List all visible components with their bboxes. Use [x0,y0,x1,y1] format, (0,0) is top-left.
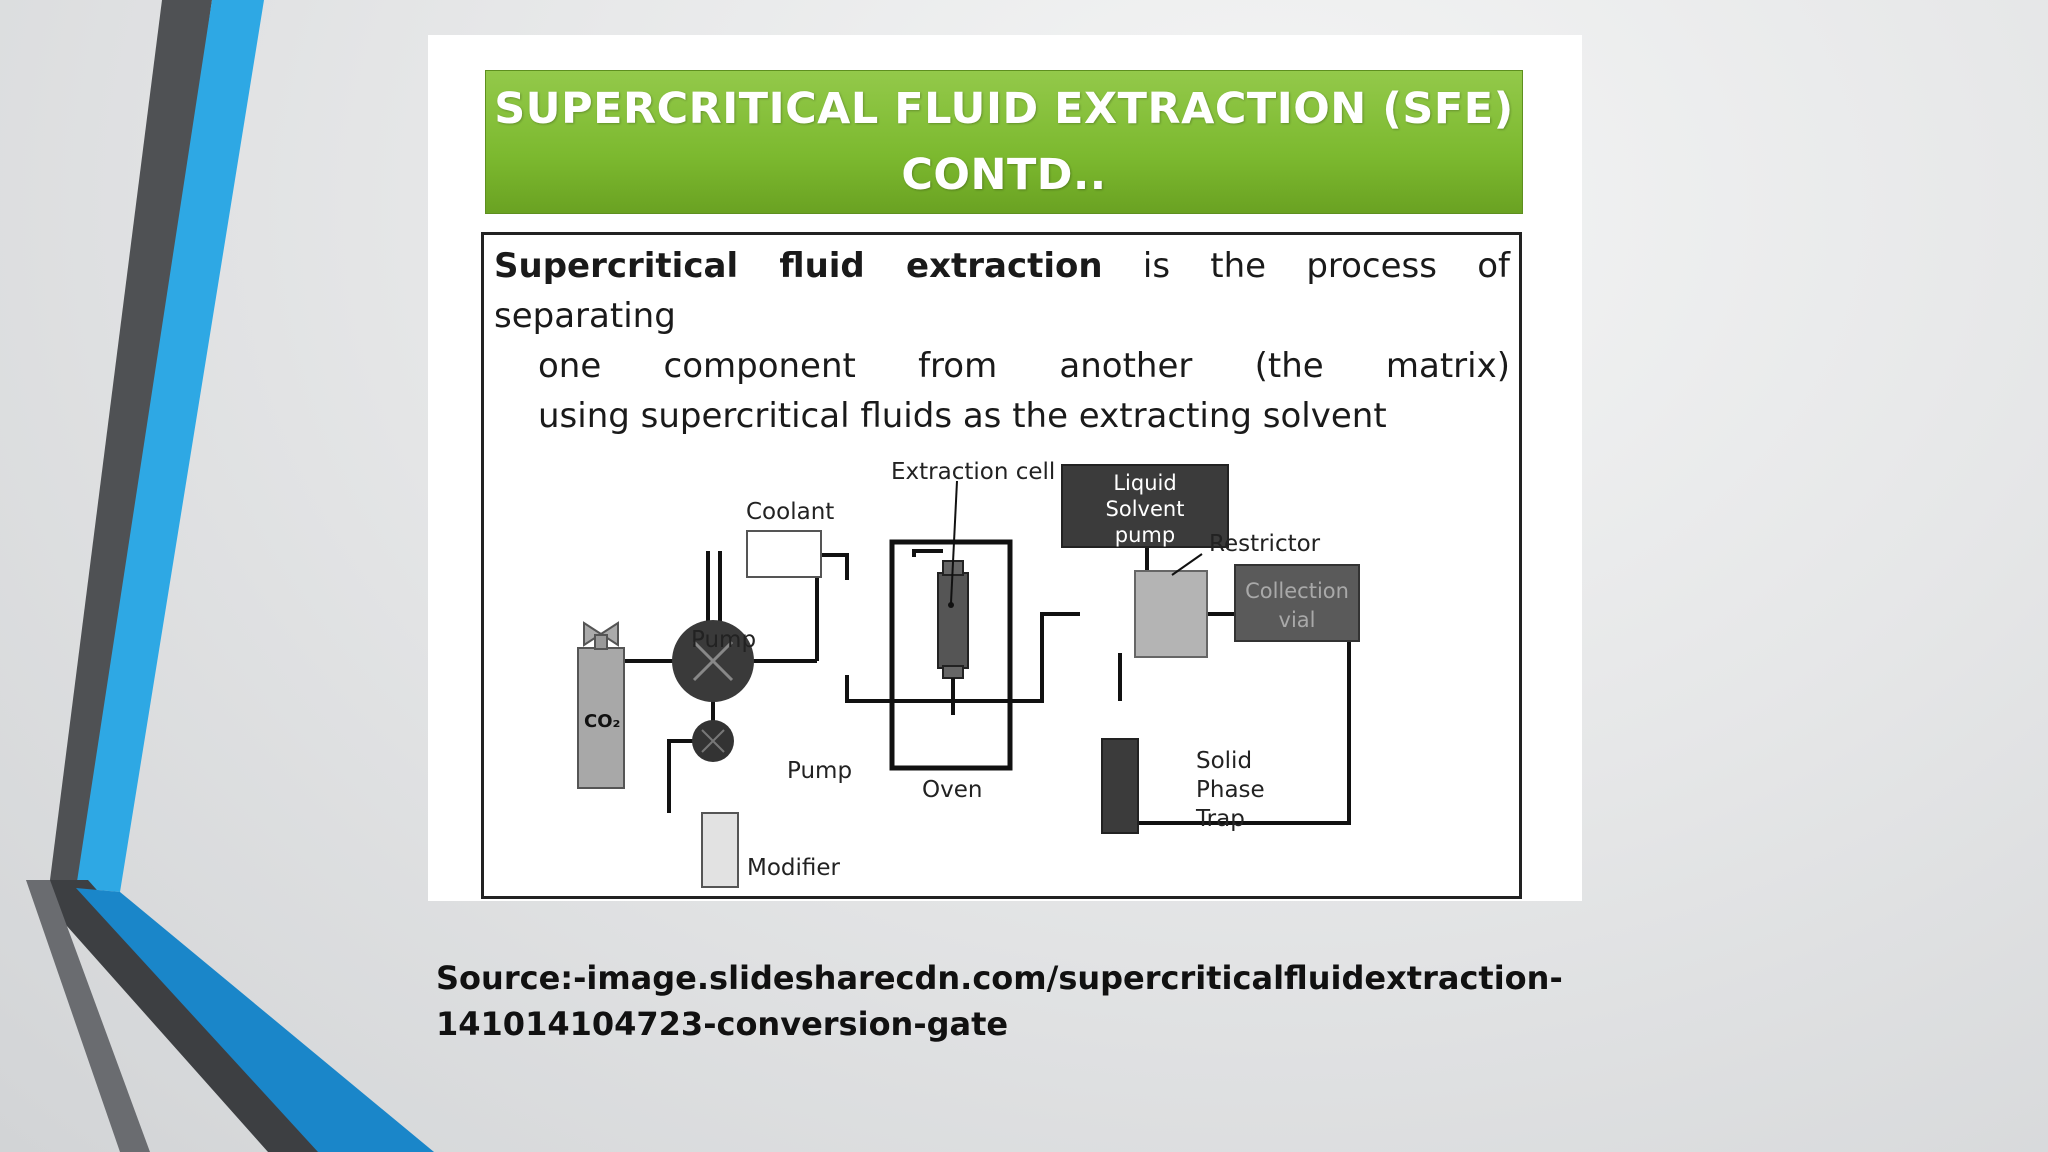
co2-cylinder [577,647,625,789]
coolant-box [746,530,822,578]
oven-label: Oven [922,777,982,803]
sfe-apparatus-diagram: Coolant Oven Extraction cell CO₂ [577,459,1360,888]
solid-phase-trap-label-2: Phase [1196,777,1265,803]
source-line-2: 141014104723-conversion-gate [436,1005,1009,1043]
source-line-1: Source:-image.slidesharecdn.com/supercri… [436,959,1563,997]
restrictor-label: Restrictor [1209,531,1321,557]
coolant-label: Coolant [746,499,834,525]
solid-phase-trap-label-3: Trap [1195,806,1245,832]
title-line-1: SUPERCRITICAL FLUID EXTRACTION (SFE) [494,84,1514,134]
collection-vial-label-1: Collection [1245,579,1349,603]
main-pump-label: Pump [691,627,756,653]
restrictor [1134,570,1208,658]
blue-stripe [76,0,264,892]
content-box: Supercritical fluid extraction is the pr… [481,232,1522,899]
solid-phase-trap [1101,738,1139,834]
definition-line-1: is the process of separating [494,246,1510,336]
solid-phase-trap-label-1: Solid [1196,748,1252,774]
dark-stripe [50,0,212,880]
modifier-bottle [701,812,739,888]
co2-label: CO₂ [584,711,620,732]
definition-line-2: one component from another (the matrix) [538,346,1510,386]
modifier-pump-label: Pump [787,758,852,784]
extraction-cell-label: Extraction cell [891,459,1055,485]
modifier-pump-icon [692,720,734,762]
slide-title: SUPERCRITICAL FLUID EXTRACTION (SFE) CON… [485,70,1523,214]
collection-vial [1234,564,1360,642]
modifier-label: Modifier [747,855,841,881]
dark-left-edge [26,880,150,1152]
liquid-solvent-pump-label-1: Liquid [1113,471,1176,495]
definition-paragraph: Supercritical fluid extraction is the pr… [494,241,1510,441]
definition-line-3: using supercritical fluids as the extrac… [538,396,1387,436]
collection-vial-label-2: vial [1279,608,1316,632]
extraction-cell [937,572,969,669]
source-citation: Source:-image.slidesharecdn.com/supercri… [436,955,1636,1047]
liquid-solvent-pump [1061,464,1229,548]
dark-lower-band [26,880,330,1152]
main-pump-icon [672,620,754,702]
blue-lower-band [76,888,434,1152]
title-line-2: CONTD.. [901,150,1107,200]
liquid-solvent-pump-label-3: pump [1115,523,1175,547]
slide-image: SUPERCRITICAL FLUID EXTRACTION (SFE) CON… [428,35,1582,901]
definition-bold-term: Supercritical fluid extraction [494,246,1103,286]
liquid-solvent-pump-label-2: Solvent [1106,497,1185,521]
oven-box [889,539,1013,771]
